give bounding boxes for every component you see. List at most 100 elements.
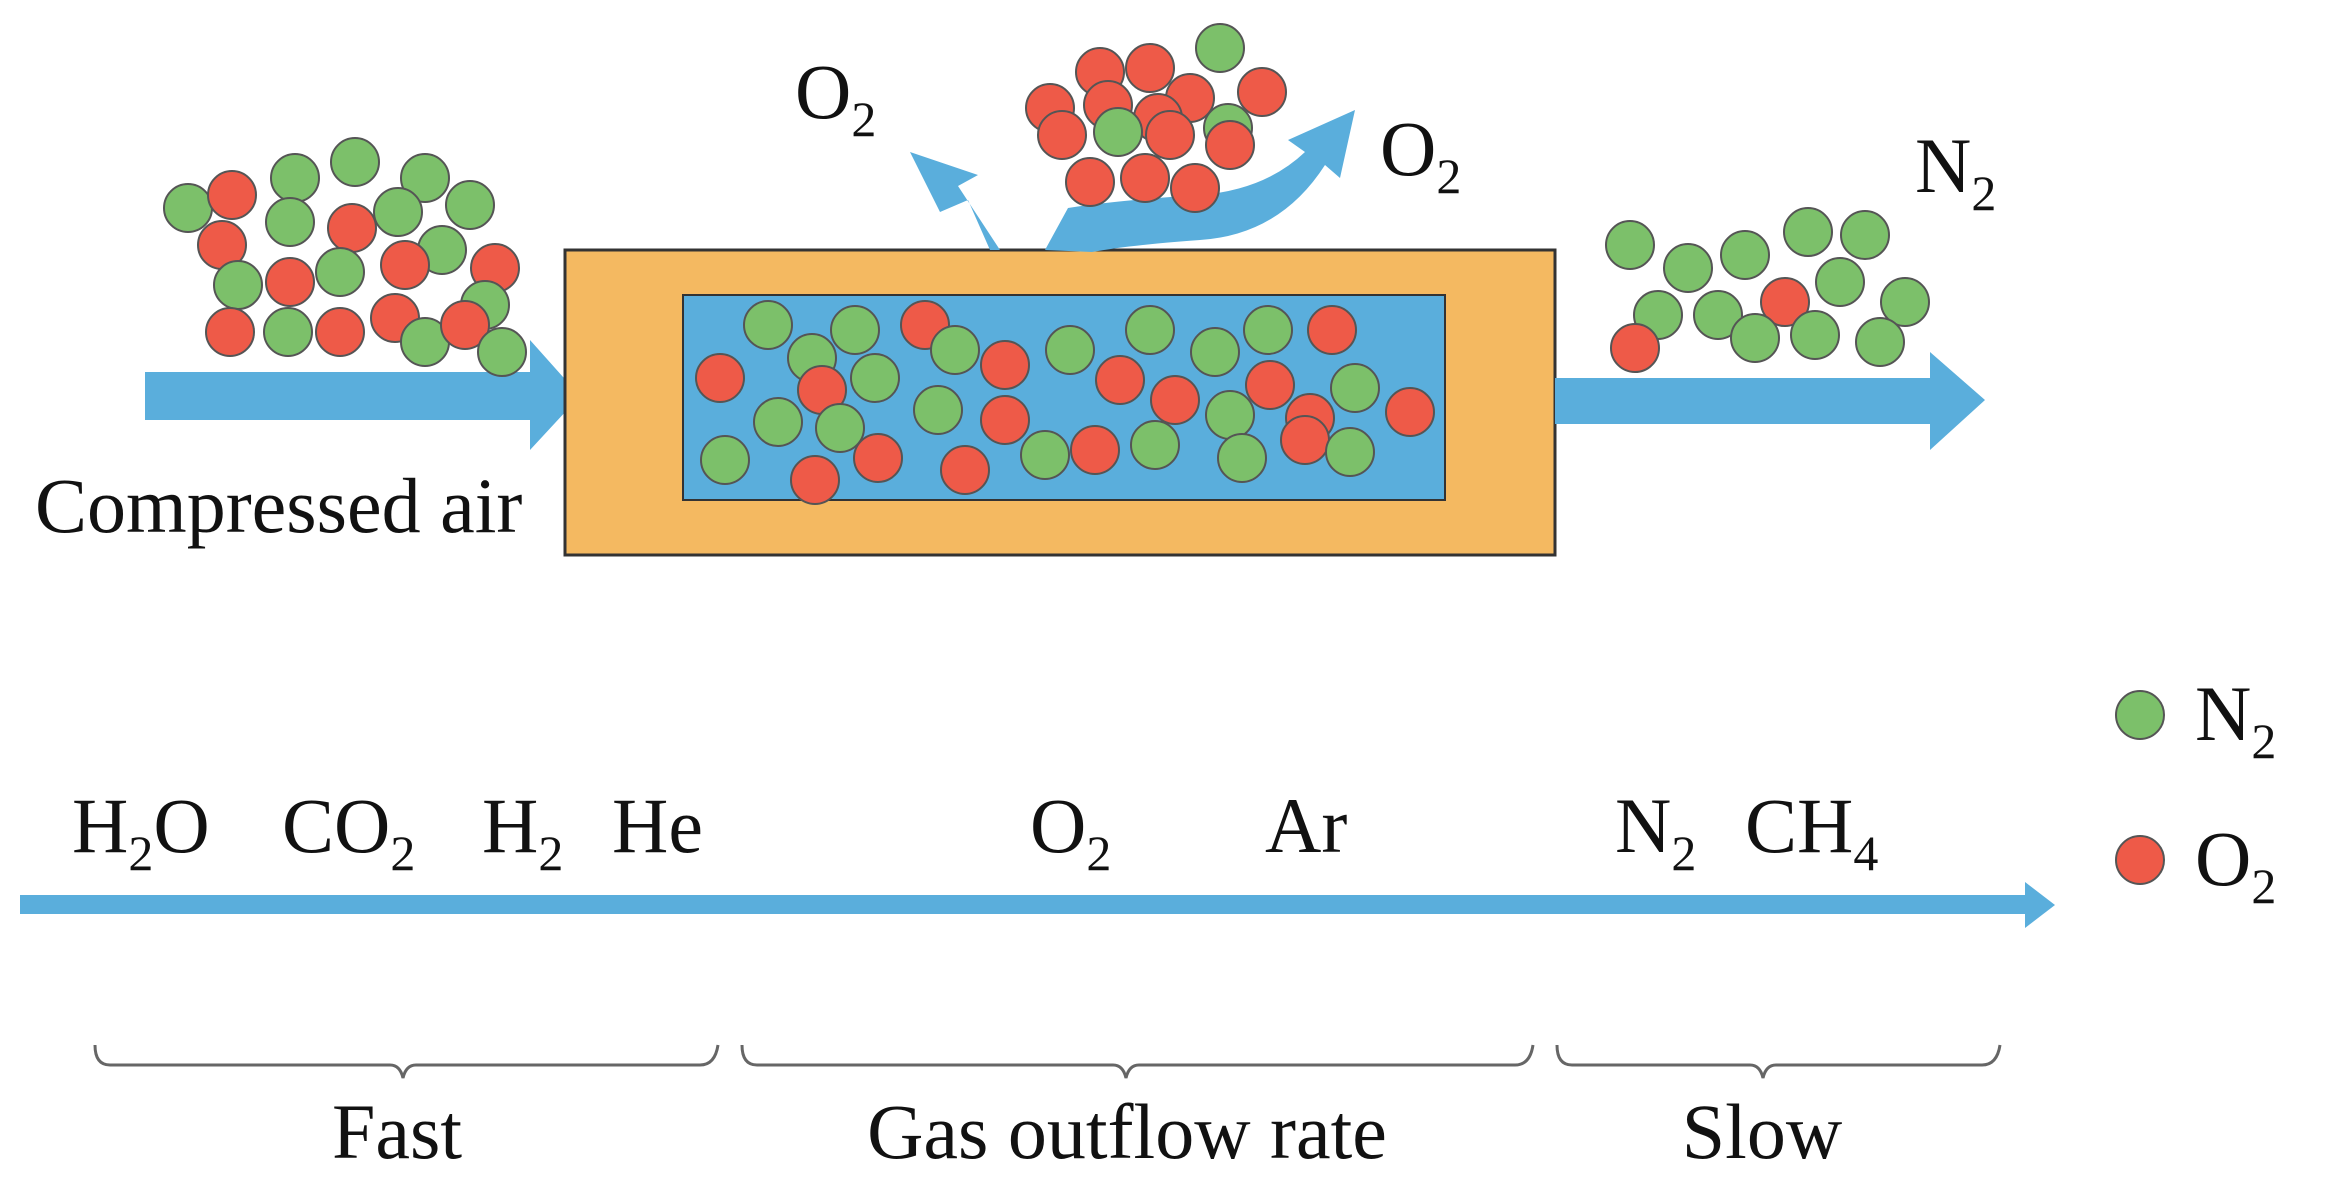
- o2-molecule: [1205, 120, 1255, 170]
- o2-molecule: [1307, 305, 1357, 355]
- o2-molecule: [853, 433, 903, 483]
- o2-molecule: [315, 307, 365, 357]
- permeate-label-left: O2: [795, 48, 876, 147]
- gas-h2o: H2O: [72, 782, 210, 881]
- n2-molecule: [445, 180, 495, 230]
- n2-molecule: [213, 260, 263, 310]
- o2-molecule: [1170, 163, 1220, 213]
- bracket-fast: [93, 1044, 720, 1079]
- n2-molecule: [1880, 277, 1930, 327]
- n2-molecule: [1205, 390, 1255, 440]
- n2-molecule: [1815, 257, 1865, 307]
- inlet-arrow: [145, 340, 580, 450]
- o2-molecule: [1120, 153, 1170, 203]
- gas-o2: O2: [1030, 782, 1111, 881]
- o2-molecule: [1150, 375, 1200, 425]
- n2-molecule: [930, 325, 980, 375]
- n2-molecule: [270, 153, 320, 203]
- n2-molecule: [1190, 327, 1240, 377]
- n2-molecule: [1243, 305, 1293, 355]
- scale-fast: Fast: [332, 1088, 462, 1175]
- o2-molecule: [1145, 110, 1195, 160]
- n2-molecule: [400, 153, 450, 203]
- n2-molecule: [1663, 243, 1713, 293]
- n2-molecule: [1730, 313, 1780, 363]
- o2-molecule: [1037, 110, 1087, 160]
- n2-molecule: [1840, 210, 1890, 260]
- n2-molecule: [1217, 433, 1267, 483]
- n2-molecule: [315, 247, 365, 297]
- n2-molecule: [373, 187, 423, 237]
- o2-molecule: [1760, 277, 1810, 327]
- o2-molecule: [1610, 323, 1660, 373]
- n2-molecule: [163, 183, 213, 233]
- legend-o2-swatch: [2115, 835, 2165, 885]
- o2-molecule: [1125, 43, 1175, 93]
- n2-molecule: [1693, 290, 1743, 340]
- o2-molecule: [790, 455, 840, 505]
- permeate-label-right: O2: [1380, 105, 1461, 204]
- n2-molecule: [753, 397, 803, 447]
- gas-ch4: CH4: [1745, 782, 1878, 881]
- n2-molecule: [815, 403, 865, 453]
- permeate-arrow-left: [910, 152, 1000, 250]
- n2-molecule: [1605, 220, 1655, 270]
- scale-slow: Slow: [1682, 1088, 1842, 1175]
- legend: N2 O2: [2115, 670, 2276, 914]
- n2-molecule: [1195, 23, 1245, 73]
- n2-molecule: [477, 327, 527, 377]
- o2-molecule: [205, 307, 255, 357]
- o2-molecule: [980, 340, 1030, 390]
- n2-molecule: [913, 385, 963, 435]
- gas-ar: Ar: [1265, 782, 1347, 869]
- n2-molecule: [1325, 427, 1375, 477]
- n2-molecule: [263, 307, 313, 357]
- n2-molecule: [1093, 107, 1143, 157]
- o2-molecule: [1070, 425, 1120, 475]
- n2-molecule: [1783, 207, 1833, 257]
- legend-n2-swatch: [2115, 690, 2165, 740]
- gas-h2: H2: [482, 782, 563, 881]
- legend-n2-label: N2: [2195, 670, 2276, 769]
- o2-molecule: [1237, 67, 1287, 117]
- gas-n2: N2: [1615, 782, 1696, 881]
- n2-molecule: [1330, 363, 1380, 413]
- o2-molecule: [1095, 355, 1145, 405]
- n2-molecule: [830, 305, 880, 355]
- o2-molecule: [980, 395, 1030, 445]
- n2-molecule: [1045, 325, 1095, 375]
- o2-molecule: [1280, 415, 1330, 465]
- molecules: [163, 23, 1930, 505]
- n2-molecule: [1855, 317, 1905, 367]
- outlet-arrow: [1555, 352, 1985, 450]
- permeate-arrow-right: [1045, 110, 1355, 252]
- rate-arrow-head: [2025, 882, 2055, 928]
- n2-molecule: [1130, 420, 1180, 470]
- gas-he: He: [612, 782, 703, 869]
- o2-molecule: [1385, 387, 1435, 437]
- gas-co2: CO2: [282, 782, 415, 881]
- n2-molecule: [330, 137, 380, 187]
- scale-middle: Gas outflow rate: [867, 1088, 1387, 1175]
- o2-molecule: [1245, 360, 1295, 410]
- o2-molecule: [207, 170, 257, 220]
- inlet-label: Compressed air: [35, 462, 522, 549]
- outlet-label: N2: [1915, 122, 1996, 221]
- o2-molecule: [380, 240, 430, 290]
- legend-o2-label: O2: [2195, 815, 2276, 914]
- n2-molecule: [1020, 430, 1070, 480]
- o2-molecule: [327, 203, 377, 253]
- o2-molecule: [440, 300, 490, 350]
- n2-molecule: [700, 435, 750, 485]
- n2-molecule: [1790, 310, 1840, 360]
- n2-molecule: [850, 353, 900, 403]
- bracket-slow: [1555, 1044, 2002, 1079]
- bracket-middle: [740, 1044, 1535, 1079]
- o2-molecule: [940, 445, 990, 495]
- o2-molecule: [265, 257, 315, 307]
- n2-molecule: [743, 300, 793, 350]
- rate-arrow-shaft: [20, 895, 2040, 914]
- n2-molecule: [1125, 305, 1175, 355]
- n2-molecule: [265, 197, 315, 247]
